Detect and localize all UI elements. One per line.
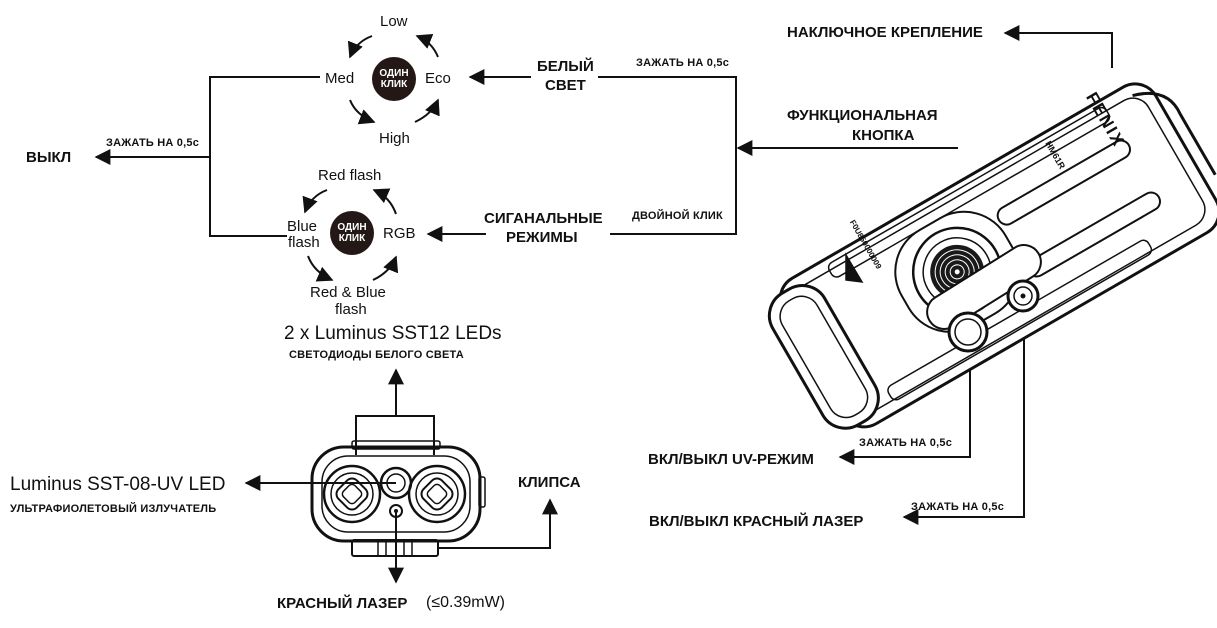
clip-arrow [438,498,558,549]
hold-off-label: ЗАЖАТЬ НА 0,5с [106,137,200,149]
lamp-front-pointers [244,475,558,584]
mount-connector [1006,32,1113,68]
helmet-mount-label: НАКЛЮЧНОЕ КРЕПЛЕНИЕ [787,24,983,41]
hold-uv-label: ЗАЖАТЬ НА 0,5с [859,437,953,449]
signal-modes-label-l1: СИГАНАЛЬНЫЕ [484,210,603,227]
off-bracket-line [209,76,320,237]
badge-text-line2: КЛИК [380,79,408,90]
badge-text-line1: ОДИН [379,68,409,79]
white-leds-label: 2 x Luminus SST12 LEDs [284,323,502,344]
signal-single-click-badge: ОДИН КЛИК [330,211,374,255]
laser-warning-icon [845,252,864,283]
signal-modes-label-l2: РЕЖИМЫ [506,229,578,246]
func-button-label-l2: КНОПКА [852,127,915,144]
white-connector [598,76,737,157]
laser-switch-connector [908,298,1025,518]
mode-eco: Eco [425,70,451,87]
mode-flow-connectors [94,25,1113,525]
mode-rgb: RGB [383,225,416,242]
laser-label: КРАСНЫЙ ЛАЗЕР [277,595,408,612]
mode-red-blue-flash-l2: flash [335,301,367,318]
laser-toggle-label: ВКЛ/ВЫКЛ КРАСНЫЙ ЛАЗЕР [649,513,864,530]
func-button-label-l1: ФУНКЦИОНАЛЬНАЯ [787,107,938,124]
lamp-front-view [310,368,486,557]
mode-low: Low [380,13,408,30]
uv-led-label-ru: УЛЬТРАФИОЛЕТОВЫЙ ИЗЛУЧАТЕЛЬ [10,503,217,515]
mode-blue-flash-l1: Blue [287,218,318,235]
mode-red-blue-flash-l1: Red & Blue [310,284,386,301]
white-leds-label-ru: СВЕТОДИОДЫ БЕЛОГО СВЕТА [289,349,464,361]
uv-toggle-label: ВКЛ/ВЫКЛ UV-РЕЖИМ [648,451,814,468]
badge-text-line1: ОДИН [337,222,367,233]
clip-label: КЛИПСА [518,474,581,491]
off-label: ВЫКЛ [26,149,72,166]
hold-white-label: ЗАЖАТЬ НА 0,5с [636,57,730,69]
white-light-label-l1: БЕЛЫЙ [537,58,594,75]
lamp-3d-view [767,82,1217,430]
signal-cycle-arrows [302,188,399,282]
white-cycle-arrows [347,33,440,125]
mode-med: Med [325,70,355,87]
hold-laser-label: ЗАЖАТЬ НА 0,5с [911,501,1005,513]
badge-text-line2: КЛИК [338,233,366,244]
double-click-label: ДВОЙНОЙ КЛИК [632,210,723,222]
white-light-label-l2: СВЕТ [545,77,586,94]
uv-led-label: Luminus SST-08-UV LED [10,474,226,495]
white-single-click-badge: ОДИН КЛИК [372,57,416,101]
mode-red-flash: Red flash [318,167,382,184]
laser-power-label: (≤0.39mW) [426,594,506,611]
mode-blue-flash-l2: flash [288,234,320,251]
uv-connector [842,352,971,458]
signal-connector [610,157,737,235]
mode-high: High [379,130,410,147]
lamp-side-switches [926,244,1042,353]
